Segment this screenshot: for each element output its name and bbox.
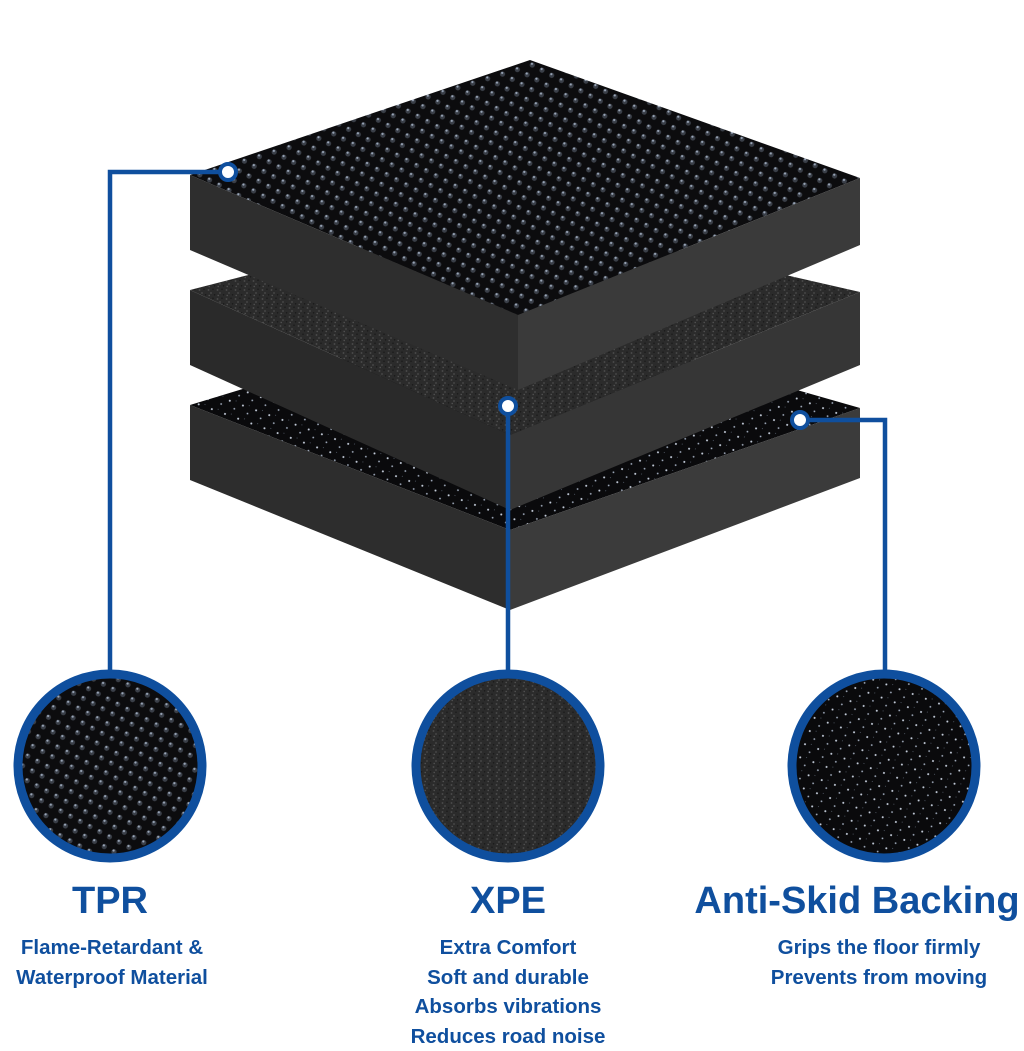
xpe-description: Extra Comfort Soft and durable Absorbs v… (378, 933, 638, 1051)
backing-line-2: Prevents from moving (744, 963, 1014, 993)
backing-line-1: Grips the floor firmly (744, 933, 1014, 963)
tpr-detail-circle (18, 674, 202, 858)
tpr-marker-dot (220, 164, 236, 180)
tpr-line-1: Flame-Retardant & (0, 933, 224, 963)
xpe-title: XPE (408, 878, 608, 924)
xpe-marker-dot (500, 398, 516, 414)
backing-marker-dot (792, 412, 808, 428)
xpe-line-2: Soft and durable (378, 963, 638, 993)
backing-description: Grips the floor firmly Prevents from mov… (744, 933, 1014, 992)
tpr-line-2: Waterproof Material (0, 963, 224, 993)
backing-detail-circle (792, 674, 976, 858)
xpe-line-4: Reduces road noise (378, 1022, 638, 1051)
tpr-description: Flame-Retardant & Waterproof Material (0, 933, 224, 992)
xpe-detail-circle (416, 674, 600, 858)
tpr-title: TPR (10, 878, 210, 924)
xpe-line-3: Absorbs vibrations (378, 992, 638, 1022)
xpe-line-1: Extra Comfort (378, 933, 638, 963)
backing-title: Anti-Skid Backing (694, 878, 1020, 924)
